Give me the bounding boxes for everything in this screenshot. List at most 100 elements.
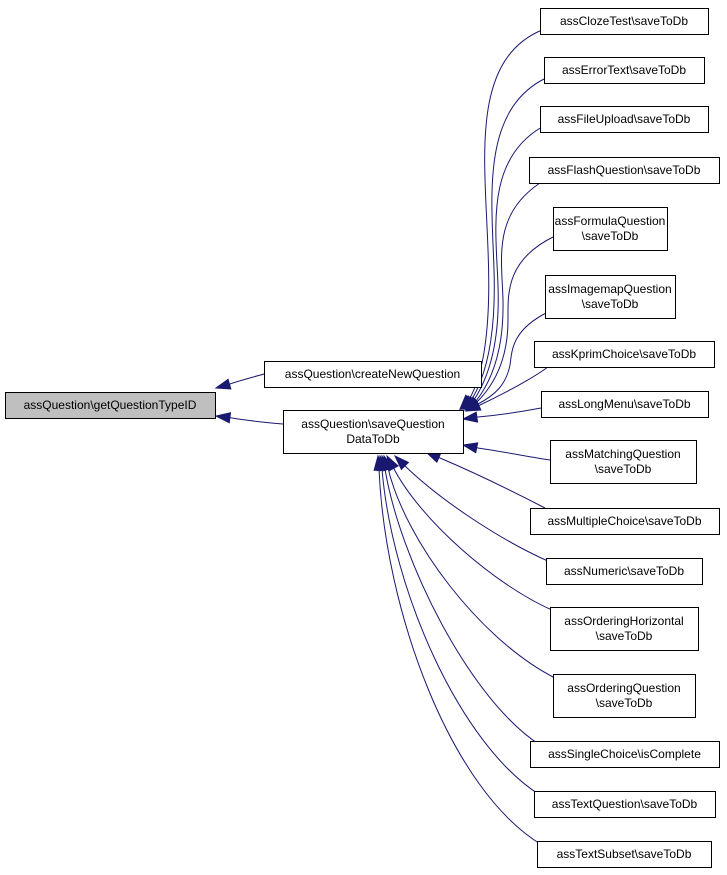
node-flash[interactable]: assFlashQuestion\saveToDb <box>529 157 720 184</box>
node-ordering-h[interactable]: assOrderingHorizontal\saveToDb <box>550 607 699 651</box>
edge-long_menu-to-save_data <box>461 407 542 423</box>
edge-line <box>392 466 553 611</box>
node-create-new[interactable]: assQuestion\createNewQuestion <box>264 361 482 388</box>
node-box <box>550 607 699 651</box>
node-label-line: assFileUpload\saveToDb <box>558 112 691 126</box>
node-label-line: assClozeTest\saveToDb <box>560 14 688 28</box>
arrowhead <box>461 411 479 423</box>
edge-single-to-save_data <box>379 454 541 746</box>
node-label-line: assQuestion\getQuestionTypeID <box>24 398 197 412</box>
node-box <box>553 207 668 251</box>
node-box <box>537 841 712 868</box>
edge-cloze-to-save_data <box>459 29 543 411</box>
node-multiple[interactable]: assMultipleChoice\saveToDb <box>530 508 720 535</box>
edge-line <box>477 311 549 405</box>
edge-matching-to-save_data <box>461 442 551 461</box>
node-matching[interactable]: assMatchingQuestion\saveToDb <box>550 440 697 484</box>
node-label-line: assOrderingQuestion <box>567 681 680 695</box>
node-box <box>283 410 464 454</box>
node-label-line: assFormulaQuestion <box>555 214 666 228</box>
edge-kprim-to-save_data <box>464 366 549 412</box>
edge-line <box>387 467 556 679</box>
node-label-line: assNumeric\saveToDb <box>564 564 684 578</box>
node-label-line: \saveToDb <box>582 229 639 243</box>
node-label-line: DataToDb <box>346 432 400 446</box>
node-text-q[interactable]: assTextQuestion\saveToDb <box>534 791 716 818</box>
node-formula[interactable]: assFormulaQuestion\saveToDb <box>553 207 668 251</box>
edge-line <box>471 77 547 400</box>
node-label-line: assQuestion\saveQuestion <box>301 417 444 431</box>
edge-ordering_q-to-save_data <box>383 454 556 679</box>
node-box <box>534 341 715 368</box>
node-label-line: assTextSubset\saveToDb <box>557 847 692 861</box>
node-label-line: assLongMenu\saveToDb <box>558 397 690 411</box>
node-label-line: \saveToDb <box>582 297 639 311</box>
node-label-line: assQuestion\createNewQuestion <box>285 367 460 381</box>
edge-line <box>477 447 551 461</box>
edge-line <box>403 464 551 563</box>
node-label-line: \saveToDb <box>595 462 652 476</box>
edge-line <box>477 407 542 418</box>
node-label-line: assErrorText\saveToDb <box>562 63 686 77</box>
node-label-line: \saveToDb <box>596 696 653 710</box>
edge-line <box>378 468 543 846</box>
edge-save_data-to-root <box>214 412 284 425</box>
node-box <box>534 791 716 818</box>
edge-multiple-to-save_data <box>424 451 546 509</box>
node-box <box>541 391 709 418</box>
node-ordering-q[interactable]: assOrderingQuestion\saveToDb <box>553 674 696 718</box>
node-label-line: \saveToDb <box>596 629 653 643</box>
edge-line <box>469 29 543 399</box>
edge-line <box>479 366 549 406</box>
node-imagemap[interactable]: assImagemapQuestion\saveToDb <box>545 275 676 319</box>
node-box <box>546 558 703 585</box>
node-single[interactable]: assSingleChoice\isComplete <box>530 741 720 768</box>
node-root[interactable]: assQuestion\getQuestionTypeID <box>5 392 216 419</box>
node-file-upload[interactable]: assFileUpload\saveToDb <box>540 106 709 133</box>
edge-line <box>384 468 541 746</box>
edge-numeric-to-save_data <box>393 454 551 563</box>
node-box <box>545 275 676 319</box>
node-box <box>529 157 720 184</box>
edge-line <box>475 182 541 402</box>
node-label-line: assOrderingHorizontal <box>564 614 683 628</box>
nodes-layer: assQuestion\getQuestionTypeID assQuestion… <box>5 8 720 868</box>
node-cloze[interactable]: assClozeTest\saveToDb <box>540 8 709 35</box>
node-box <box>540 106 709 133</box>
edges-layer <box>214 29 556 846</box>
node-box <box>530 741 720 768</box>
edge-line <box>381 468 541 796</box>
node-label-line: assSingleChoice\isComplete <box>548 747 701 761</box>
node-box <box>550 440 697 484</box>
node-box <box>5 392 216 419</box>
edge-ordering_h-to-save_data <box>386 454 553 611</box>
node-text-subset[interactable]: assTextSubset\saveToDb <box>537 841 712 868</box>
node-kprim[interactable]: assKprimChoice\saveToDb <box>534 341 715 368</box>
node-label-line: assKprimChoice\saveToDb <box>552 347 696 361</box>
edge-error_text-to-save_data <box>459 77 547 410</box>
node-label-line: assImagemapQuestion <box>548 282 671 296</box>
node-label-line: assMatchingQuestion <box>565 447 680 461</box>
node-box <box>553 674 696 718</box>
arrowhead <box>214 412 232 424</box>
edge-line <box>439 457 546 509</box>
node-box <box>264 361 482 388</box>
node-numeric[interactable]: assNumeric\saveToDb <box>546 558 703 585</box>
arrowhead <box>461 442 479 454</box>
edge-line <box>473 126 543 401</box>
node-label-line: assFlashQuestion\saveToDb <box>548 163 701 177</box>
arrowhead <box>214 378 232 390</box>
node-box <box>544 57 705 84</box>
node-label-line: assTextQuestion\saveToDb <box>552 797 698 811</box>
edge-line <box>476 235 556 403</box>
edge-line <box>229 373 265 385</box>
node-error-text[interactable]: assErrorText\saveToDb <box>544 57 705 84</box>
edge-text_subset-to-save_data <box>373 454 543 846</box>
edge-line <box>231 417 284 425</box>
node-long-menu[interactable]: assLongMenu\saveToDb <box>541 391 709 418</box>
node-label-line: assMultipleChoice\saveToDb <box>547 514 701 528</box>
edge-create_new-to-root <box>214 373 265 390</box>
edge-line-end <box>403 464 406 467</box>
